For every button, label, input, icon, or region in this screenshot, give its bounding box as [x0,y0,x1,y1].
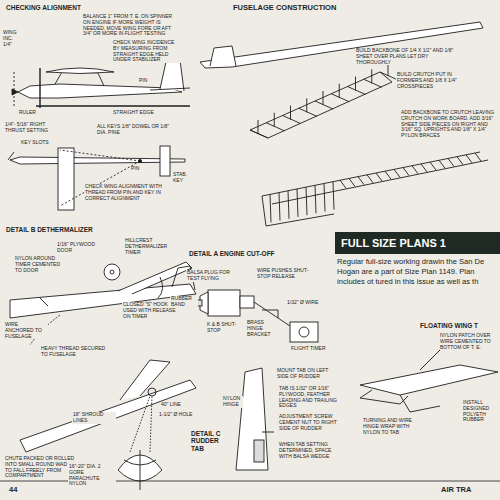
callout-note: STRAIGHT EDGE [112,110,162,116]
callout-note: BUILD CRUTCH PUT IN FORMERS AND 1/8 X 1/… [396,72,472,89]
callout-note: BALANCE 1" FROM T. E. ON SPINNER ON ENGI… [82,14,182,37]
crutch-former [364,79,382,87]
fuselage-crosspiece [439,160,445,168]
crutch-former [348,87,366,95]
callout-note: ADJUSTMENT SCREW CEMENT NUT TO RIGHT SID… [278,414,338,431]
section-heading: DETAIL A ENGINE CUT-OFF [188,250,308,257]
callout-note: FLIGHT TIMER [290,346,330,352]
callout-note: WIRE PUSHES SHUT-STOP RELEASE [256,268,316,280]
callout-note: ADD BACKBONE TO CRUTCH LEAVING CRUTCH ON… [400,110,496,139]
callout-note: 1/32" Ø WIRE [286,300,326,306]
callout-note: WHEN TAB SETTING DETERMINED, SPACE WITH … [278,442,340,459]
crutch-former [250,130,268,138]
crutch-former [266,123,284,131]
section-heading: DETAIL B DETHERMALIZER [5,226,115,233]
callout-note: PIN [130,166,144,172]
crutch-former [299,108,317,116]
crutch-upright [355,77,356,91]
fuselage-crosspiece [385,171,391,179]
fuselage-upright [315,185,316,213]
fuselage-crosspiece [448,158,454,166]
callout-note: CHECK WING ALIGNMENT WITH THREAD FROM PI… [84,184,176,201]
engine-cut-off [196,290,318,342]
fuselage-crosspiece [421,164,427,172]
callout-note: 16"-20" DIA. 2 GORE PARACHUTE NYLON [68,464,116,487]
callout-note: CHECK WING INCIDENCE BY MEASURING FROM S… [112,40,182,63]
fuselage-upright [324,183,325,211]
crutch-former [283,116,301,124]
callout-note: HILLCREST DETHERMALIZER TIMER [124,238,182,255]
fuselage-upright [279,193,280,221]
fuselage-crosspiece [340,180,346,188]
callout-note: 1/4"- 5/16" RIGHT THRUST SETTING [4,122,58,134]
callout-note: 1/16" PLYWOOD DOOR [56,242,100,254]
backbone [200,22,483,68]
callout-note: WING INC. 1/4" [2,30,24,47]
crutch-upright [339,84,340,98]
fuselage-upright [297,189,298,217]
fuselage-upright [333,182,334,210]
callout-note: NYLON HINGE [222,396,243,408]
crutch-former [331,94,349,102]
callout-note: CHUTE PACKED OR ROLLED INTO SMALL ROUND … [4,456,76,479]
callout-note: RULER [18,110,42,116]
section-heading: CHECKING ALIGNMENT [5,4,100,11]
side-view-model [12,60,190,108]
callout-note: RUBBER BAND [170,296,198,308]
callout-note: WIRE ANCHORED TO FUSELAGE [4,322,48,339]
fuselage-crosspiece [394,169,400,177]
section-heading: 44 [8,486,28,495]
callout-note: 1-1/2" Ø HOLE [158,412,198,418]
fuselage-crosspiece [466,155,472,163]
callout-note: K & B SHUT-STOP [206,322,240,334]
callout-note: NYLON AROUND TIMER CEMENTED TO DOOR [14,256,64,273]
callout-note: PIN [138,78,152,84]
callout-note: BRASS HINGE BRACKET [246,320,280,337]
fuselage-crosspiece [367,175,373,183]
crutch-upright [258,120,259,134]
fuselage-assembly [262,152,488,226]
fuselage-crosspiece [403,168,409,176]
crutch [250,62,398,138]
callout-note: TURNING AND WIRE HINGE WRAP WITH NYLON T… [362,418,424,435]
callout-note: KEY SLOTS [20,140,54,146]
fuselage-upright [288,191,289,219]
callout-note: BUILD BACKBONE OF 1/4 X 1/2" AND 1/8" SH… [355,48,455,65]
box-body: Regular full-size working drawin the San… [335,254,500,290]
callout-note: BALSA PLUG FOR TEST FLYING [186,270,232,282]
crutch-upright [371,69,372,83]
fuselage-crosspiece [412,166,418,174]
section-heading: DETAIL C RUDDER TAB [190,430,234,452]
crutch-upright [274,113,275,127]
section-heading: AIR TRA [440,486,495,495]
crutch-former [315,101,333,109]
fuselage-crosspiece [358,177,364,185]
fuselage-upright [306,187,307,215]
section-heading: FLOATING WING T [419,322,497,329]
crutch-upright [323,91,324,105]
fuselage-crosspiece [475,153,481,161]
callout-note: MOUNT TAB ON LEFT SIDE OF RUDDER [276,368,332,380]
top-view-model [8,146,185,210]
fuselage-crosspiece [349,178,355,186]
callout-note: 40" LINE [160,402,190,408]
rudder [236,368,274,470]
callout-note: NYLON PATCH OVER WIRE CEMENTED TO BOTTOM… [439,333,497,350]
callout-note: TAB IS 1/32" OR 1/16" PLYWOOD, FEATHER L… [278,386,340,409]
callout-note: STAB. KEY [172,172,198,184]
crutch-upright [290,106,291,120]
fuselage-crosspiece [376,173,382,181]
section-heading: FUSELAGE CONSTRUCTION [232,4,362,13]
plans-box: FULL SIZE PLANS 1Regular full-size worki… [335,232,500,290]
callout-note: INSTALL DESIGNED POLYETH RUBBER [462,400,496,423]
crutch-upright [306,98,307,112]
callout-note: ALL KEYS 1/8" DOWEL OR 1/8" DIA. PINE [96,124,172,136]
box-heading: FULL SIZE PLANS 1 [335,232,500,254]
callout-note: 18" SHROUD LINES [72,412,116,424]
callout-note: HEAVY THREAD SECURED TO FUSELAGE [40,346,110,358]
fuselage-crosspiece [430,162,436,170]
fuselage-crosspiece [457,157,463,165]
fuselage-upright [270,194,271,222]
